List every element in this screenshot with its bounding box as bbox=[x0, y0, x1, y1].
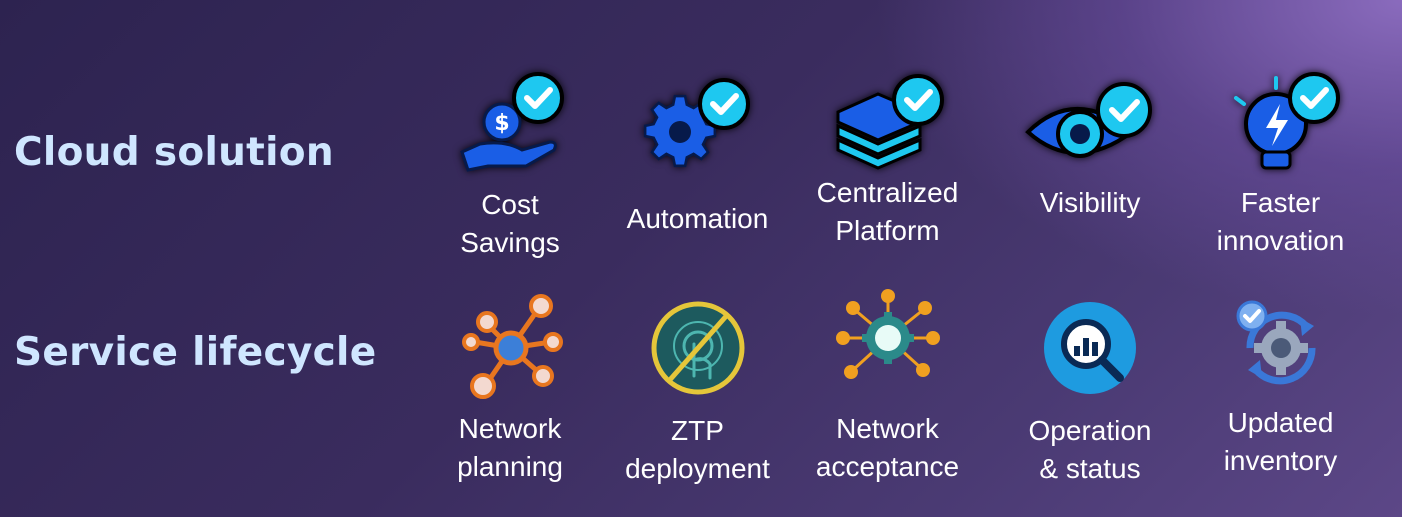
magnifier-chart-icon bbox=[1044, 302, 1136, 394]
feature-label: Visibility bbox=[1039, 187, 1141, 218]
hand-dollar-check-icon: $ bbox=[460, 72, 564, 172]
feature-visibility: Visibility bbox=[1005, 70, 1175, 222]
gear-network-icon bbox=[835, 289, 940, 379]
eye-check-icon bbox=[1025, 82, 1152, 158]
no-touch-icon bbox=[651, 301, 744, 395]
row-title-service-lifecycle: Service lifecycle bbox=[14, 330, 377, 375]
layers-check-icon bbox=[836, 74, 944, 170]
lightbulb-check-icon bbox=[1233, 72, 1340, 170]
feature-label: Operation& status bbox=[1028, 415, 1152, 484]
network-nodes-icon bbox=[462, 294, 563, 399]
gear-check-icon bbox=[643, 78, 750, 168]
gear-refresh-icon bbox=[1236, 300, 1316, 385]
step-operation-status: Operation& status bbox=[1005, 298, 1175, 488]
row-title-cloud-solution: Cloud solution bbox=[14, 130, 334, 175]
feature-label: Automation bbox=[626, 203, 769, 234]
feature-automation: Automation bbox=[605, 70, 790, 238]
svg-text:$: $ bbox=[494, 111, 509, 136]
